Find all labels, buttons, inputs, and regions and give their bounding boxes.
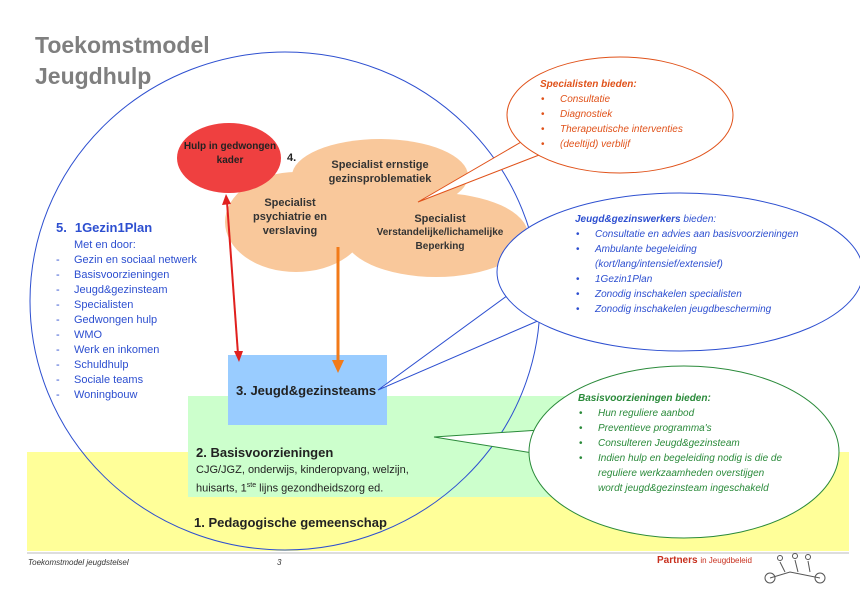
callout-basis-title: Basisvoorzieningen bieden: [578, 393, 711, 404]
specialist-verst-label: Specialist Verstandelijke/lichamelijke B… [365, 212, 515, 254]
callout-item: Preventieve programma's [578, 421, 788, 436]
footer-document-title: Toekomstmodel jeugdstelsel [28, 558, 129, 567]
plan-section: 5. 1Gezin1Plan Met en door: Gezin en soci… [56, 220, 197, 403]
level3-box [228, 355, 387, 425]
title-line-1: Toekomstmodel [35, 32, 210, 58]
callout-item: Hun reguliere aanbod [578, 406, 788, 421]
level2-description: CJG/JGZ, onderwijs, kinderopvang, welzij… [196, 463, 436, 497]
forced-care-ellipse [177, 123, 281, 193]
footer-brand-name: Partners [657, 555, 698, 566]
footer-page-number: 3 [277, 558, 282, 567]
plan-subtitle: Met en door: [74, 239, 136, 251]
callout-item: Consulteren Jeugd&gezinsteam [578, 436, 788, 451]
plan-item: Sociale teams [56, 373, 197, 388]
specialist-psych-label: Specialist psychiatrie en verslaving [253, 197, 327, 237]
level2-desc-line1: CJG/JGZ, onderwijs, kinderopvang, welzij… [196, 464, 409, 476]
callout-item: Consultatie [540, 92, 720, 107]
specialist-verst-ellipse [344, 193, 528, 277]
callout-basis-list: Hun reguliere aanbod Preventieve program… [578, 406, 788, 496]
plan-item: Woningbouw [56, 388, 197, 403]
plan-item: Gedwongen hulp [56, 313, 197, 328]
page-title: Toekomstmodel Jeugdhulp [35, 30, 265, 92]
plan-item: Specialisten [56, 298, 197, 313]
footer-brand-sub: in Jeugdbeleid [700, 556, 752, 565]
plan-heading: 5. 1Gezin1Plan [56, 220, 197, 235]
plan-item: WMO [56, 328, 197, 343]
callout-basis: Basisvoorzieningen bieden: Hun reguliere… [578, 391, 788, 496]
specialist-verst-body: Verstandelijke/lichamelijke Beperking [376, 227, 504, 252]
callout-specialisten-list: Consultatie Diagnostiek Therapeutische i… [540, 92, 720, 152]
callout-jgz-list: Consultatie en advies aan basisvoorzieni… [575, 227, 805, 317]
callout-item: Zonodig inschakelen specialisten [575, 287, 805, 302]
brand-logo-cyclists [764, 553, 826, 584]
plan-title: 1Gezin1Plan [74, 220, 153, 235]
title-line-2: Jeugdhulp [35, 63, 152, 89]
specialist-ernstig-label: Specialist ernstige gezinsproblematiek [328, 159, 432, 185]
callout-item: Diagnostiek [540, 107, 720, 122]
orange-arrow [332, 247, 344, 373]
level2-desc-line2: huisarts, 1ste lijns gezondheidszorg ed. [196, 482, 384, 495]
callout-item: 1Gezin1Plan [575, 272, 805, 287]
callout-item: Indien hulp en begeleiding nodig is die … [578, 451, 788, 496]
forced-care-label: Hulp in gedwongen kader [183, 141, 277, 166]
callout-item: Therapeutische interventies [540, 122, 720, 137]
specialist-psych-ellipse [225, 172, 367, 272]
callout-specialisten: Specialisten bieden: Consultatie Diagnos… [540, 77, 720, 152]
level1-label: 1. Pedagogische gemeenschap [194, 515, 387, 530]
callout-specialisten-title: Specialisten bieden: [540, 79, 637, 90]
plan-list: Gezin en sociaal netwerk Basisvoorzienin… [56, 253, 197, 403]
level3-label: 3. Jeugd&gezinsteams [236, 383, 377, 398]
plan-item: Werk en inkomen [56, 343, 197, 358]
red-double-arrow [222, 194, 243, 362]
plan-number: 5. [56, 220, 67, 235]
callout-item: Zonodig inschakelen jeugdbescherming [575, 302, 805, 317]
callout-item: Consultatie en advies aan basisvoorzieni… [575, 227, 805, 242]
footer-brand: Partners in Jeugdbeleid [657, 555, 752, 566]
level4-number: 4. [287, 152, 297, 164]
plan-item: Gezin en sociaal netwerk [56, 253, 197, 268]
level2-label: 2. Basisvoorzieningen [196, 445, 334, 460]
callout-item: Ambulante begeleiding (kort/lang/intensi… [575, 242, 805, 272]
plan-item: Basisvoorzieningen [56, 268, 197, 283]
specialist-verst-title: Specialist [414, 213, 466, 225]
plan-item: Jeugd&gezinsteam [56, 283, 197, 298]
plan-item: Schuldhulp [56, 358, 197, 373]
callout-jgz: Jeugd&gezinswerkers bieden: Consultatie … [575, 212, 805, 317]
callout-item: (deeltijd) verblijf [540, 137, 720, 152]
callout-jgz-title: Jeugd&gezinswerkers bieden: [575, 214, 717, 225]
